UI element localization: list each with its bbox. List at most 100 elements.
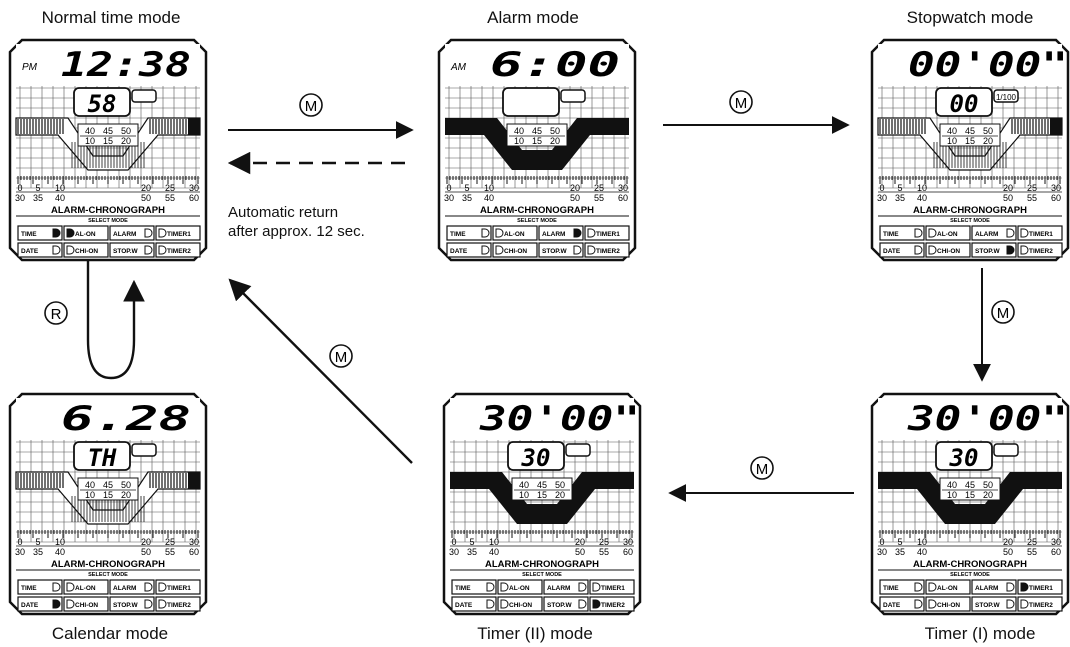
scale-bottom-number: 55 [1027, 193, 1037, 203]
key-m-label-2: M [735, 95, 748, 112]
inner-top-number: 50 [550, 126, 560, 136]
scale-top-number: 25 [1027, 537, 1037, 547]
scale-top-number: 0 [446, 183, 451, 193]
scale-top-number: 0 [17, 183, 22, 193]
sub-display-value: 00 [950, 90, 979, 118]
mode-indicator: TIMER1 [589, 579, 635, 595]
mode-indicator-label: CHI-ON [75, 248, 98, 255]
mode-indicator-label: STOP.W [113, 602, 139, 609]
scale-bottom-number: 35 [467, 547, 477, 557]
mode-indicator-label: STOP.W [975, 602, 1001, 609]
mode-indicator: TIME [17, 225, 63, 241]
inner-bottom-number: 10 [85, 490, 95, 500]
main-display: 00'00" [908, 45, 1068, 85]
scale-ticks [17, 530, 199, 538]
inner-top-number: 50 [983, 126, 993, 136]
mode-indicator: DATE [451, 596, 497, 612]
mode-indicator: DATE [879, 242, 925, 258]
inner-bottom-number: 15 [532, 136, 542, 146]
mode-indicator-label: TIMER2 [1029, 602, 1053, 609]
inner-top-number: 50 [555, 480, 565, 490]
key-m-label-1: M [305, 98, 318, 115]
scale-bottom-number: 50 [141, 547, 151, 557]
key-r-label: R [51, 306, 62, 323]
dial-brand: ALARM-CHRONOGRAPH [480, 205, 594, 216]
inner-top-number: 40 [519, 480, 529, 490]
scale-top-number: 25 [1027, 183, 1037, 193]
select-mode-label: SELECT MODE [950, 218, 990, 224]
mode-indicator: DATE [17, 242, 63, 258]
scale-top-number: 5 [897, 183, 902, 193]
inner-bottom-number: 20 [555, 490, 565, 500]
scale-top-number: 20 [141, 537, 151, 547]
scale-top-number: 0 [879, 537, 884, 547]
scale-bottom-number: 50 [1003, 193, 1013, 203]
mode-indicator: STOP.W [971, 596, 1017, 612]
scale-bottom-number: 30 [15, 193, 25, 203]
arrow-timer2-to-normal [228, 278, 413, 464]
sub-display [935, 441, 993, 471]
key-m-icon-1: M [299, 93, 323, 117]
sub-display [507, 441, 565, 471]
main-display: 30'00" [907, 399, 1068, 439]
mode-indicator: CHI-ON [497, 596, 543, 612]
scale-bottom-number: 30 [444, 193, 454, 203]
mode-indicator-label: AL-ON [509, 585, 530, 592]
mode-indicator: TIMER1 [155, 225, 201, 241]
inner-bottom-number: 10 [519, 490, 529, 500]
mode-indicator: CHI-ON [63, 596, 109, 612]
mode-indicator-label: ALARM [975, 585, 998, 592]
mode-indicator-label: TIMER2 [1029, 248, 1053, 255]
scale-top-number: 25 [594, 183, 604, 193]
mode-indicator: CHI-ON [492, 242, 538, 258]
sub-display-value: TH [88, 444, 117, 472]
mode-indicator: ALARM [971, 225, 1017, 241]
sub-indicator-box [131, 89, 157, 103]
mode-indicator-label: STOP.W [547, 602, 573, 609]
scale-top-number: 25 [599, 537, 609, 547]
scale-bottom-number: 30 [449, 547, 459, 557]
scale-top-number: 10 [489, 537, 499, 547]
inner-bottom-number: 20 [983, 490, 993, 500]
inner-bottom-number: 15 [965, 136, 975, 146]
scale-top-number: 30 [1051, 183, 1061, 193]
inner-bottom-number: 15 [103, 136, 113, 146]
inner-bottom-number: 15 [537, 490, 547, 500]
scale-bottom-number: 35 [462, 193, 472, 203]
mode-indicator-label: TIMER2 [596, 248, 620, 255]
mode-indicator-label: TIMER1 [1029, 585, 1053, 592]
auto-return-line1: Automatic return [228, 204, 339, 221]
scale-bottom-number: 60 [189, 547, 199, 557]
sub-indicator-box [560, 89, 586, 103]
mode-indicator: DATE [879, 596, 925, 612]
inner-bottom-number: 15 [965, 490, 975, 500]
mode-indicator-label: AL-ON [937, 585, 958, 592]
inner-top-number: 50 [121, 126, 131, 136]
select-mode-label: SELECT MODE [517, 218, 557, 224]
inner-bottom-number: 10 [947, 490, 957, 500]
select-mode-label: SELECT MODE [88, 218, 128, 224]
inner-bottom-number: 20 [550, 136, 560, 146]
scale-bottom-number: 30 [15, 547, 25, 557]
inner-bottom-number: 10 [514, 136, 524, 146]
scale-bottom-number: 35 [33, 193, 43, 203]
mode-indicator: ALARM [109, 225, 155, 241]
mode-indicator-label: DATE [21, 248, 39, 255]
inner-top-number: 45 [537, 480, 547, 490]
mode-indicator: ALARM [538, 225, 584, 241]
scale-bottom-number: 30 [877, 193, 887, 203]
scale-top-number: 0 [879, 183, 884, 193]
mode-indicator: TIMER2 [1017, 596, 1063, 612]
mode-indicator: TIMER1 [155, 579, 201, 595]
scale-bottom-number: 35 [895, 193, 905, 203]
mode-indicator: TIME [879, 579, 925, 595]
mode-indicator: AL-ON [492, 225, 538, 241]
scale-bottom-number: 50 [1003, 547, 1013, 557]
mode-indicator: AL-ON [63, 225, 109, 241]
scale-bottom-number: 55 [594, 193, 604, 203]
mode-indicator: ALARM [109, 579, 155, 595]
scale-bottom-number: 60 [1051, 547, 1061, 557]
mode-indicator: AL-ON [925, 225, 971, 241]
mode-indicator-label: CHI-ON [937, 248, 960, 255]
scale-top-number: 20 [575, 537, 585, 547]
